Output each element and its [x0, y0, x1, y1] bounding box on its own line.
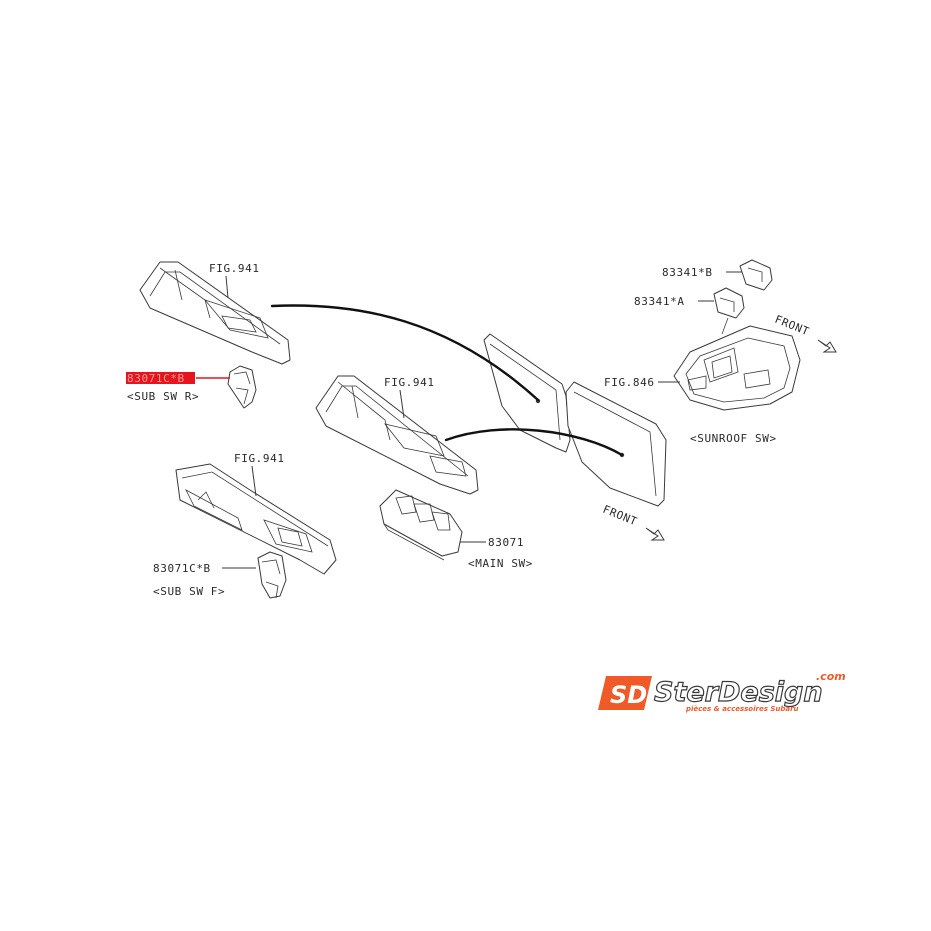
sunroof-switch-b[interactable]	[739, 259, 773, 291]
fig941-top-label[interactable]: FIG.941	[209, 262, 260, 275]
door-panel-rear[interactable]	[483, 333, 571, 453]
main-window-switch[interactable]	[379, 489, 463, 561]
logo-monogram: SD	[610, 681, 647, 709]
fig941-bottom-leader	[251, 465, 257, 497]
fig941-bottom-label[interactable]: FIG.941	[234, 452, 285, 465]
sunroof-a-part-number[interactable]: 83341*A	[634, 295, 685, 308]
sterdesign-logo[interactable]: SD SterDesign .com pièces & accessoires …	[598, 670, 846, 713]
sub-switch-front[interactable]	[257, 551, 287, 599]
logo-brand: SterDesign	[654, 677, 823, 708]
sub-switch-rear[interactable]	[227, 365, 257, 409]
fig941-mid-leader	[399, 389, 405, 419]
main-sw-part-number[interactable]: 83071	[488, 536, 524, 549]
fig941-top-leader	[225, 275, 229, 299]
fig941-mid-label[interactable]: FIG.941	[384, 376, 435, 389]
sub-sw-r-part-number[interactable]: 83071C*B	[127, 372, 185, 385]
sunroof-switch-a[interactable]	[713, 287, 745, 335]
door-trim-rear-right[interactable]	[139, 261, 291, 365]
front-arrow-right-icon	[817, 339, 837, 353]
door-panel-front[interactable]	[565, 381, 667, 507]
sunroof-b-part-number[interactable]: 83341*B	[662, 266, 713, 279]
wire-front-door	[444, 428, 624, 457]
sunroof-caption: <SUNROOF SW>	[690, 432, 777, 445]
logo-monogram-badge	[598, 676, 652, 710]
main-sw-caption: <MAIN SW>	[468, 557, 533, 570]
sub-sw-f-caption: <SUB SW F>	[153, 585, 225, 598]
logo-domain: .com	[816, 670, 846, 683]
door-trim-rear-left[interactable]	[175, 463, 337, 575]
sub-sw-f-part-number[interactable]: 83071C*B	[153, 562, 211, 575]
front-arrow-bottom-icon	[645, 527, 665, 541]
fig846-label[interactable]: FIG.846	[604, 376, 655, 389]
sub-sw-r-caption: <SUB SW R>	[127, 390, 199, 403]
front-label-bottom: FRONT	[601, 503, 639, 529]
door-trim-front-right[interactable]	[315, 375, 479, 495]
highlight-bar	[126, 372, 195, 384]
wire-rear-door	[270, 304, 540, 402]
overhead-console[interactable]	[673, 325, 801, 411]
logo-tagline: pièces & accessoires Subaru	[685, 705, 799, 713]
